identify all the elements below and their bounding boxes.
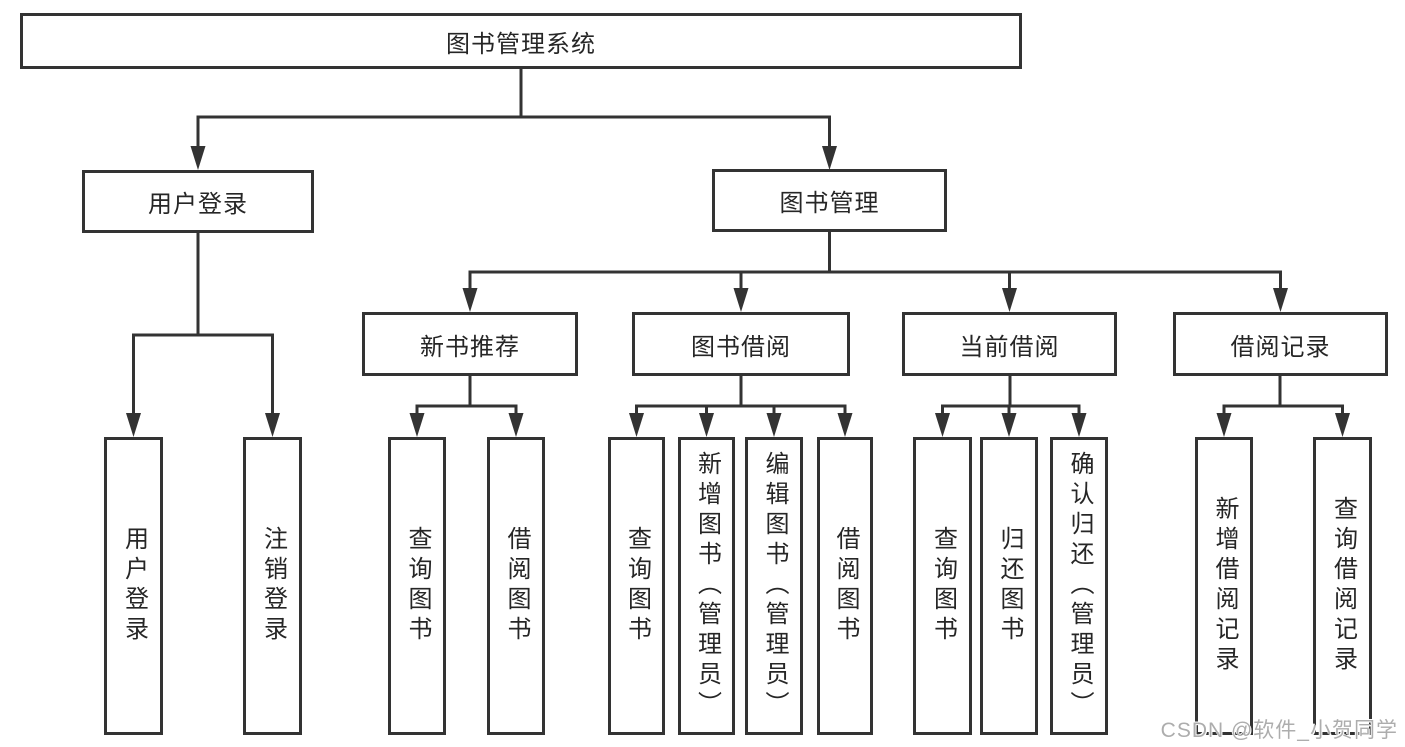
leaf-confirm-return-admin: 确认归还（管理员） [1050,437,1108,735]
node-book-borrow: 图书借阅 [632,312,850,376]
node-borrow-records: 借阅记录 [1173,312,1388,376]
arrowhead-icon [629,413,644,437]
arrowhead-icon [935,413,950,437]
node-user-login: 用户登录 [82,170,314,233]
arrowhead-icon [462,288,478,312]
arrowhead-icon [733,288,749,312]
leaf-logout: 注销登录 [243,437,302,735]
leaf-return-book: 归还图书 [980,437,1038,735]
arrowhead-icon [409,413,425,437]
leaf-add-book-admin: 新增图书（管理员） [678,437,735,735]
arrowhead-icon [1216,413,1232,437]
arrowhead-icon [1335,413,1350,437]
node-current-borrow: 当前借阅 [902,312,1117,376]
leaf-borrow-books: 借阅图书 [817,437,873,735]
node-new-book-recommend: 新书推荐 [362,312,578,376]
leaf-query-books-recommend: 查询图书 [388,437,446,735]
arrowhead-icon [190,146,206,170]
arrowhead-icon [1002,288,1017,312]
connector-root-to-level2 [196,69,831,160]
arrowhead-icon [766,413,782,437]
arrowhead-icon [126,413,141,437]
connector-user-login-to-leaves [132,233,274,427]
arrowhead-icon [822,146,837,170]
arrowhead-icon [699,413,714,437]
watermark: CSDN @软件_小贺同学 [1160,719,1398,742]
connector-new-book-to-leaves [415,376,518,427]
arrowhead-icon [837,413,853,437]
leaf-edit-book-admin: 编辑图书（管理员） [745,437,803,735]
leaf-query-borrow-record: 查询借阅记录 [1313,437,1372,735]
arrowhead-icon [265,413,280,437]
connector-book-mgmt-to-level3 [468,232,1282,302]
connector-book-borrow-to-leaves [635,376,847,427]
node-book-management: 图书管理 [712,169,947,232]
arrowhead-icon [1001,413,1017,437]
leaf-add-borrow-record: 新增借阅记录 [1195,437,1253,735]
leaf-borrow-books-recommend: 借阅图书 [487,437,545,735]
leaf-query-books-borrow: 查询图书 [608,437,665,735]
arrowhead-icon [1273,288,1288,312]
leaf-user-login: 用户登录 [104,437,163,735]
arrowheads [126,146,1350,437]
arrowhead-icon [1071,413,1087,437]
arrowhead-icon [508,413,524,437]
leaf-query-books-current: 查询图书 [913,437,972,735]
connector-borrow-records-to-leaves [1222,376,1344,427]
node-root: 图书管理系统 [20,13,1022,69]
